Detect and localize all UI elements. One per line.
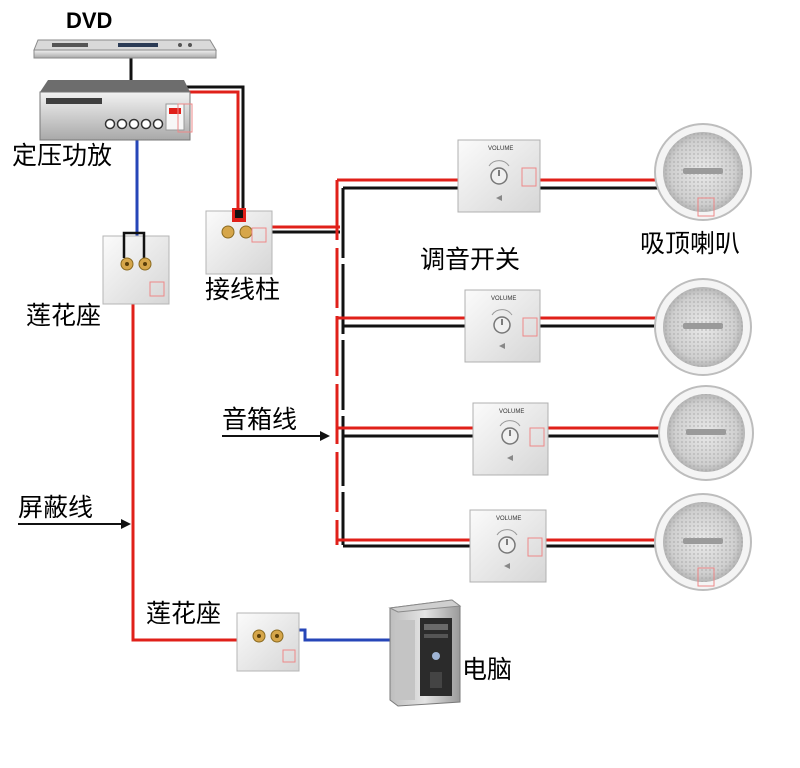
- lotus-socket-top: [102, 231, 170, 305]
- terminal-post-label: 接线柱: [205, 275, 281, 304]
- shielded-cable-label: 屏蔽线: [18, 493, 94, 522]
- lotus-to-pc-blue-wire: [296, 628, 390, 642]
- computer-tower: [388, 599, 462, 707]
- volume-knob-text-2: VOLUME: [491, 296, 517, 302]
- speaker-cable-label: 音箱线: [222, 405, 298, 434]
- watermark-stamp: [177, 103, 193, 133]
- ceiling-speaker-4: [654, 493, 752, 591]
- lotus-socket-top-label: 莲花座: [26, 301, 102, 330]
- constant-voltage-amplifier: [39, 80, 191, 141]
- ceiling-speaker-2: [654, 278, 752, 376]
- volume-knob-text-4: VOLUME: [496, 516, 522, 522]
- lotus-socket-bottom: [236, 612, 300, 672]
- ceiling-speaker-3: [658, 385, 754, 481]
- shielded-red-wire: [131, 280, 237, 642]
- amp-to-terminal-black-wire: [182, 85, 245, 210]
- volume-knob-text-1: VOLUME: [488, 146, 514, 152]
- volume-switch-3: [472, 402, 549, 476]
- amp-to-terminal-red-wire: [182, 90, 240, 210]
- lotus-socket-bottom-label: 莲花座: [146, 599, 222, 628]
- computer-label: 电脑: [462, 655, 513, 684]
- terminal-post-panel: [205, 208, 273, 275]
- ceiling-speaker-1: [654, 123, 752, 221]
- volume-knob-text-3: VOLUME: [499, 409, 525, 415]
- dvd-label: DVD: [66, 8, 113, 33]
- ceiling-speaker-label: 吸顶喇叭: [640, 229, 741, 258]
- volume-switch-4: [469, 509, 547, 583]
- volume-switch-1: [457, 139, 541, 213]
- volume-switch-2: [464, 289, 541, 363]
- wires: [129, 52, 662, 642]
- volume-switch-label: 调音开关: [420, 245, 521, 274]
- speaker-cable-arrow: [222, 431, 330, 441]
- amplifier-label: 定压功放: [12, 141, 113, 170]
- shielded-cable-arrow: [18, 519, 131, 529]
- dvd-player: [33, 39, 217, 59]
